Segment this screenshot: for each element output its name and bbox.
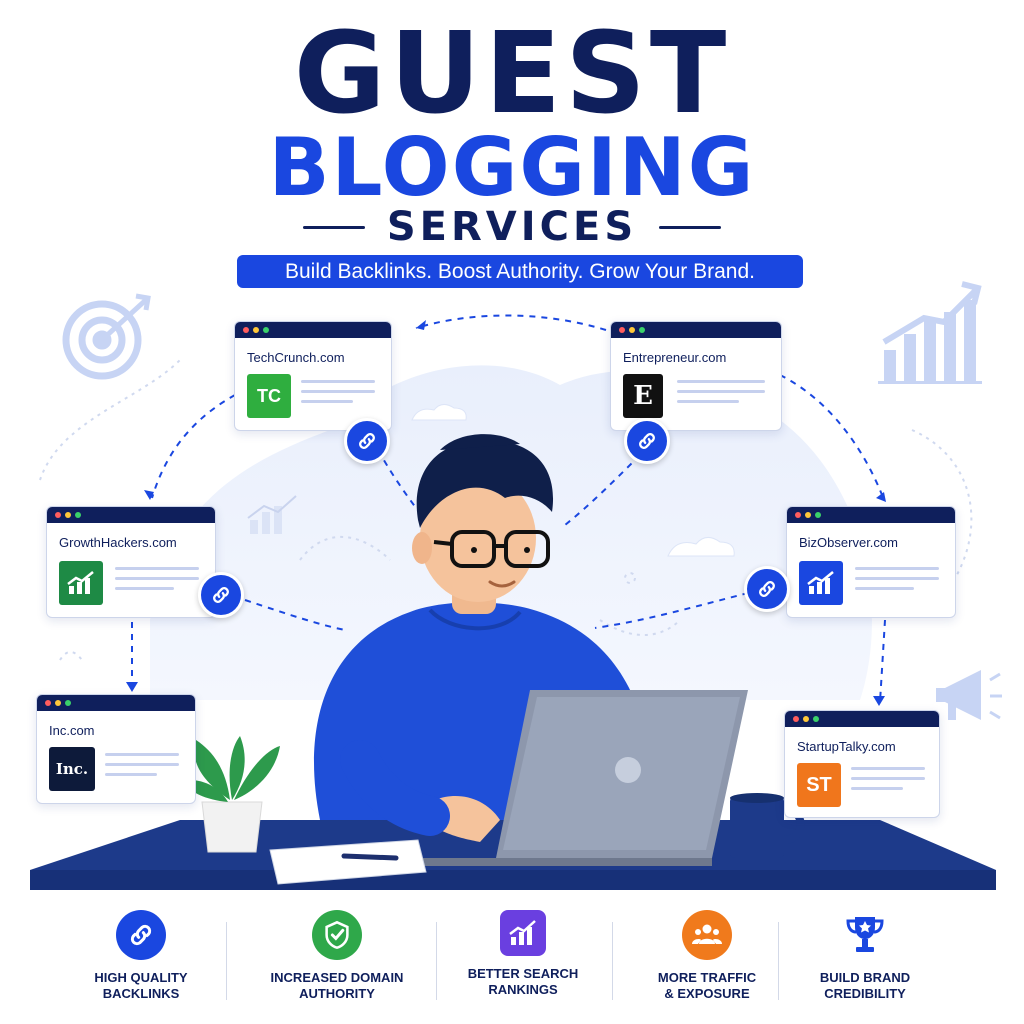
mug [730, 796, 784, 858]
title-rule-left [302, 225, 365, 229]
site-name: GrowthHackers.com [59, 535, 177, 550]
title-blogging: BLOGGING [268, 121, 756, 214]
feature-label-line2: BACKLINKS [102, 986, 180, 1001]
growth-chart-icon [500, 910, 546, 956]
title-services: SERVICES [386, 204, 638, 250]
feature-label: MORE TRAFFIC& EXPOSURE [622, 970, 792, 1002]
megaphone-icon [936, 670, 1002, 720]
text-lines [105, 753, 179, 783]
site-name: Entrepreneur.com [623, 350, 727, 365]
title-guest: GUEST [293, 9, 731, 139]
browser-bar [47, 507, 215, 523]
title-services-row: SERVICES [0, 204, 1024, 250]
link-icon [624, 418, 670, 464]
browser-bar [611, 322, 781, 338]
link-icon [198, 572, 244, 618]
site-name: StartupTalky.com [797, 739, 896, 754]
feature-label-line1: MORE TRAFFIC [657, 970, 757, 985]
text-lines [115, 567, 199, 597]
entrepreneur-logo: E [623, 374, 663, 418]
feature-divider [436, 922, 437, 1000]
text-lines [301, 380, 375, 410]
techcrunch-logo: TC [247, 374, 291, 418]
link-icon [344, 418, 390, 464]
browser-bar [37, 695, 195, 711]
tagline-banner: Build Backlinks. Boost Authority. Grow Y… [237, 255, 803, 288]
site-name: TechCrunch.com [247, 350, 345, 365]
startuptalky-logo: ST [797, 763, 841, 807]
feature-label-line2: RANKINGS [488, 982, 558, 997]
feature-label-line2: CREDIBILITY [824, 986, 906, 1001]
link-icon [744, 566, 790, 612]
text-lines [855, 567, 939, 597]
shield-check-icon [312, 910, 362, 960]
feature-traffic: MORE TRAFFIC& EXPOSURE [622, 910, 792, 1002]
growth-chart-decor-icon [878, 300, 982, 384]
text-lines [851, 767, 925, 797]
feature-divider [226, 922, 227, 1000]
feature-label-line1: BUILD BRAND [819, 970, 911, 985]
audience-icon [682, 910, 732, 960]
feature-divider [778, 922, 779, 1000]
site-card-growthhackers: GrowthHackers.com [46, 506, 216, 618]
site-name: Inc.com [49, 723, 95, 738]
trophy-icon [840, 910, 890, 960]
feature-label-line1: BETTER SEARCH [467, 966, 579, 981]
notebook [269, 839, 427, 885]
site-card-techcrunch: TechCrunch.com TC [234, 321, 392, 431]
bizobserver-logo [799, 561, 843, 605]
browser-bar [787, 507, 955, 523]
link-icon [116, 910, 166, 960]
feature-label-line2: AUTHORITY [299, 986, 375, 1001]
feature-label-line1: INCREASED DOMAIN [270, 970, 404, 985]
browser-bar [785, 711, 939, 727]
target-icon [62, 293, 151, 380]
site-card-bizobserver: BizObserver.com [786, 506, 956, 618]
growthhackers-logo [59, 561, 103, 605]
feature-label-line2: & EXPOSURE [664, 986, 750, 1001]
site-name: BizObserver.com [799, 535, 898, 550]
inc-logo: Inc. [49, 747, 95, 791]
text-lines [677, 380, 765, 410]
title-rule-right [659, 225, 722, 229]
browser-bar [235, 322, 391, 338]
feature-divider [612, 922, 613, 1000]
site-card-entrepreneur: Entrepreneur.com E [610, 321, 782, 431]
site-card-startuptalky: StartupTalky.com ST [784, 710, 940, 818]
site-card-inc: Inc.com Inc. [36, 694, 196, 804]
feature-label-line1: HIGH QUALITY [94, 970, 188, 985]
